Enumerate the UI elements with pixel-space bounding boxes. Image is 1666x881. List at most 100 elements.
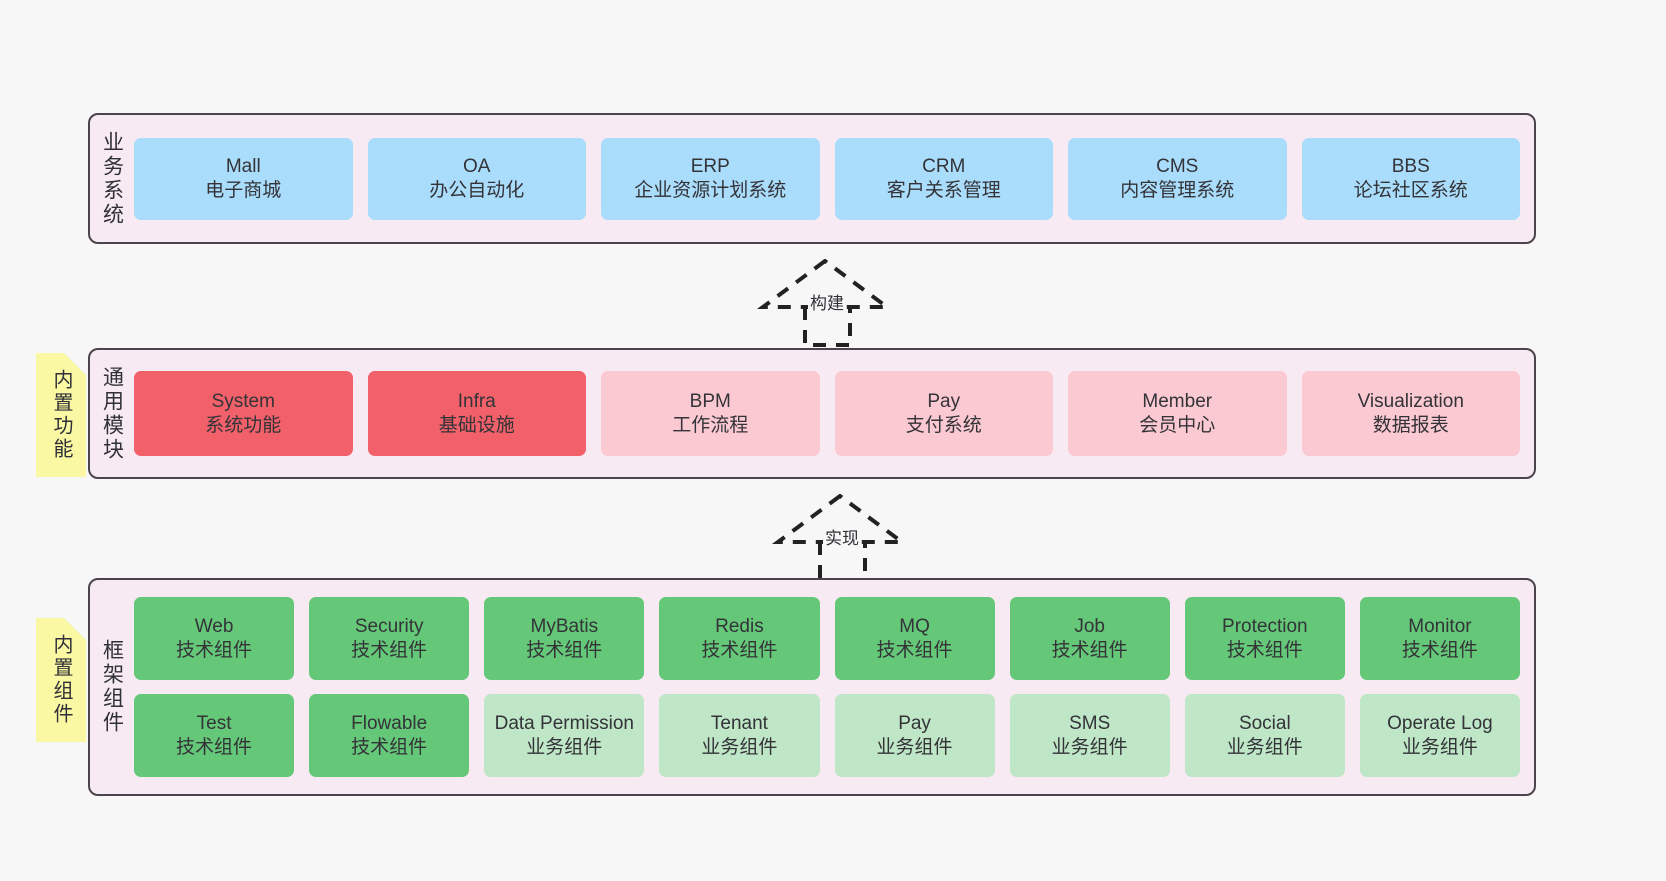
card-subtitle: 技术组件 [351, 736, 428, 758]
card-job[interactable]: Job 技术组件 [1009, 597, 1170, 680]
sticky-note-label: 内置组件 [50, 634, 72, 726]
card-title: MQ [899, 616, 930, 638]
card-mall[interactable]: Mall 电子商城 [134, 137, 353, 220]
layer-title-framework-components: 框架组件 [100, 639, 124, 735]
card-pay-module[interactable]: Pay 支付系统 [834, 371, 1053, 456]
card-member[interactable]: Member 会员中心 [1068, 371, 1287, 456]
card-oa[interactable]: OA 办公自动化 [367, 137, 586, 220]
card-redis[interactable]: Redis 技术组件 [659, 597, 820, 680]
card-subtitle: 业务组件 [1401, 736, 1478, 758]
card-subtitle: 客户关系管理 [886, 179, 1001, 201]
card-bpm[interactable]: BPM 工作流程 [601, 371, 820, 456]
card-title: Protection [1222, 616, 1308, 638]
card-row: Mall 电子商城 OA 办公自动化 ERP 企业资源计划系统 CRM 客户关系… [134, 137, 1520, 220]
card-title: Pay [927, 391, 961, 413]
card-system[interactable]: System 系统功能 [134, 371, 353, 456]
card-infra[interactable]: Infra 基础设施 [367, 371, 586, 456]
card-title: Test [196, 713, 232, 735]
card-subtitle: 业务组件 [1051, 736, 1128, 758]
card-title: CMS [1156, 156, 1199, 178]
card-title: Social [1238, 713, 1291, 735]
card-row: System 系统功能 Infra 基础设施 BPM 工作流程 Pay 支付系统… [134, 371, 1520, 456]
card-title: Pay [898, 713, 931, 735]
connector-label: 构建 [808, 289, 846, 314]
connector-implement: 实现 [768, 494, 918, 582]
card-title: Security [354, 616, 424, 638]
layer-panel-business-systems: 业务系统 Mall 电子商城 OA 办公自动化 ERP 企业资源计划系统 CRM… [88, 113, 1536, 244]
card-title: Operate Log [1387, 713, 1493, 735]
card-erp[interactable]: ERP 企业资源计划系统 [601, 137, 820, 220]
card-subtitle: 基础设施 [438, 414, 515, 436]
layer-panel-common-modules: 通用模块 System 系统功能 Infra 基础设施 BPM 工作流程 Pay… [88, 348, 1536, 479]
card-title: Member [1142, 391, 1213, 413]
card-title: MyBatis [530, 616, 599, 638]
card-web[interactable]: Web 技术组件 [134, 597, 295, 680]
card-subtitle: 办公自动化 [429, 179, 525, 201]
card-title: CRM [922, 156, 966, 178]
card-subtitle: 业务组件 [701, 736, 778, 758]
card-title: Mall [225, 156, 261, 178]
card-subtitle: 业务组件 [526, 736, 603, 758]
card-title: Job [1074, 616, 1105, 638]
card-social[interactable]: Social 业务组件 [1184, 694, 1345, 777]
card-title: Web [194, 616, 234, 638]
layer-panel-framework-components: 框架组件 Web 技术组件 Security 技术组件 MyBatis 技术组件… [88, 578, 1536, 796]
card-subtitle: 技术组件 [1051, 639, 1128, 661]
sticky-note-builtin-features: 内置功能 [36, 353, 86, 477]
card-monitor[interactable]: Monitor 技术组件 [1359, 597, 1520, 680]
card-title: OA [463, 156, 491, 178]
layer-body-framework-components: Web 技术组件 Security 技术组件 MyBatis 技术组件 Redi… [134, 580, 1534, 794]
card-mybatis[interactable]: MyBatis 技术组件 [484, 597, 645, 680]
card-subtitle: 技术组件 [176, 639, 253, 661]
connector-build: 构建 [755, 259, 905, 347]
card-subtitle: 内容管理系统 [1120, 179, 1235, 201]
card-subtitle: 技术组件 [701, 639, 778, 661]
card-subtitle: 技术组件 [1401, 639, 1478, 661]
card-security[interactable]: Security 技术组件 [309, 597, 470, 680]
card-test[interactable]: Test 技术组件 [134, 694, 295, 777]
card-title: System [211, 391, 275, 413]
layer-title-business-systems: 业务系统 [100, 130, 124, 227]
card-row: Web 技术组件 Security 技术组件 MyBatis 技术组件 Redi… [134, 597, 1520, 680]
card-subtitle: 技术组件 [526, 639, 603, 661]
card-title: Monitor [1408, 616, 1472, 638]
card-subtitle: 系统功能 [205, 414, 282, 436]
card-title: Infra [457, 391, 496, 413]
card-mq[interactable]: MQ 技术组件 [834, 597, 995, 680]
card-title: BBS [1391, 156, 1430, 178]
card-data-permission[interactable]: Data Permission 业务组件 [484, 694, 645, 777]
card-bbs[interactable]: BBS 论坛社区系统 [1301, 137, 1520, 220]
card-subtitle: 数据报表 [1372, 414, 1449, 436]
card-operate-log[interactable]: Operate Log 业务组件 [1359, 694, 1520, 777]
card-title: Data Permission [494, 713, 634, 735]
sticky-note-builtin-components: 内置组件 [36, 618, 86, 742]
connector-label: 实现 [823, 524, 861, 549]
card-subtitle: 支付系统 [905, 414, 982, 436]
card-title: Tenant [710, 713, 768, 735]
card-protection[interactable]: Protection 技术组件 [1184, 597, 1345, 680]
card-cms[interactable]: CMS 内容管理系统 [1068, 137, 1287, 220]
card-subtitle: 业务组件 [876, 736, 953, 758]
card-crm[interactable]: CRM 客户关系管理 [834, 137, 1053, 220]
card-sms[interactable]: SMS 业务组件 [1009, 694, 1170, 777]
card-subtitle: 技术组件 [351, 639, 428, 661]
card-visualization[interactable]: Visualization 数据报表 [1301, 371, 1520, 456]
card-title: Flowable [351, 713, 428, 735]
card-title: SMS [1069, 713, 1111, 735]
folded-corner-cut-icon [64, 618, 86, 640]
card-pay-component[interactable]: Pay 业务组件 [834, 694, 995, 777]
card-tenant[interactable]: Tenant 业务组件 [659, 694, 820, 777]
layer-title-common-modules: 通用模块 [100, 365, 124, 462]
card-flowable[interactable]: Flowable 技术组件 [309, 694, 470, 777]
card-title: Redis [715, 616, 764, 638]
card-subtitle: 会员中心 [1139, 414, 1216, 436]
card-title: ERP [690, 156, 730, 178]
layer-body-business-systems: Mall 电子商城 OA 办公自动化 ERP 企业资源计划系统 CRM 客户关系… [134, 115, 1534, 242]
card-subtitle: 工作流程 [672, 414, 749, 436]
card-row: Test 技术组件 Flowable 技术组件 Data Permission … [134, 694, 1520, 777]
card-title: Visualization [1357, 391, 1464, 413]
card-subtitle: 论坛社区系统 [1353, 179, 1468, 201]
folded-corner-cut-icon [64, 353, 86, 375]
layer-body-common-modules: System 系统功能 Infra 基础设施 BPM 工作流程 Pay 支付系统… [134, 350, 1534, 477]
